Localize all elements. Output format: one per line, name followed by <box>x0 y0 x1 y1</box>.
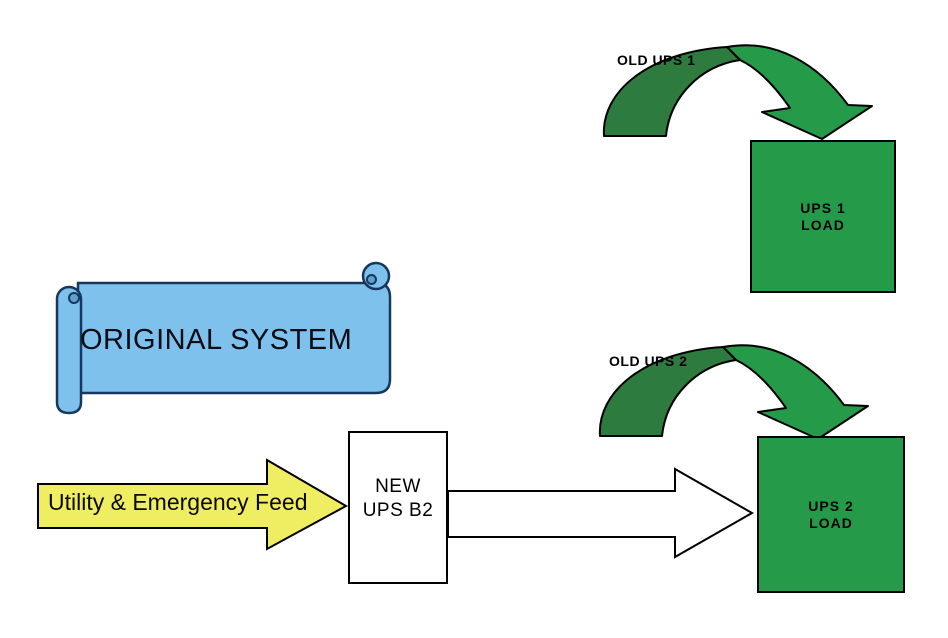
banner-label: ORIGINAL SYSTEM <box>80 324 353 356</box>
curved-arrow-dark-part <box>598 346 737 437</box>
scroll-shape <box>55 261 392 415</box>
original-system-banner: ORIGINAL SYSTEM <box>50 258 395 418</box>
old-ups-2-arrow: OLD UPS 2 <box>591 338 881 448</box>
ups-2-load-label-line2: LOAD <box>809 514 853 531</box>
right-arrow-shape <box>37 458 349 551</box>
ups-2-load-label-line1: UPS 2 <box>808 497 854 514</box>
ups-1-load-box: UPS 1 LOAD <box>750 140 896 293</box>
new-ups-b2-label-line1: NEW <box>375 476 421 497</box>
scroll-top-right-curl <box>361 261 391 291</box>
curved-arrow-bright-part <box>722 344 869 440</box>
old-ups-1-arrow: OLD UPS 1 <box>595 38 885 148</box>
new-ups-b2-label: NEW UPS B2 <box>350 475 446 523</box>
ups-1-load-label: UPS 1 LOAD <box>800 200 845 234</box>
curved-arrow-dark-part <box>602 46 741 137</box>
feed-to-ups2-arrow <box>446 464 758 562</box>
utility-feed-label: Utility & Emergency Feed <box>48 489 308 515</box>
old-ups-1-label: OLD UPS 1 <box>617 52 696 68</box>
scroll-top-right-curl-inner <box>366 274 377 285</box>
right-arrow-outline-shape <box>447 467 755 559</box>
ups-1-load-label-line1: UPS 1 <box>800 199 846 216</box>
curved-arrow-bright-part <box>726 44 873 140</box>
ups-2-load-box: UPS 2 LOAD <box>757 436 905 593</box>
old-ups-2-arrow-shape <box>598 344 869 440</box>
old-ups-2-label: OLD UPS 2 <box>609 353 688 369</box>
feed-to-ups2-arrow-shape <box>447 467 755 559</box>
new-ups-b2-box: NEW UPS B2 <box>348 431 448 584</box>
ups-1-load-label-line2: LOAD <box>801 216 845 233</box>
ups-2-load-label: UPS 2 LOAD <box>808 498 853 532</box>
new-ups-b2-label-line2: UPS B2 <box>362 499 434 521</box>
utility-feed-arrow: Utility & Emergency Feed <box>34 456 352 553</box>
utility-feed-arrow-shape <box>37 458 349 551</box>
old-ups-1-arrow-shape <box>602 44 873 140</box>
scroll-left-roll <box>55 285 83 415</box>
scroll-left-roll-inner <box>68 292 80 304</box>
